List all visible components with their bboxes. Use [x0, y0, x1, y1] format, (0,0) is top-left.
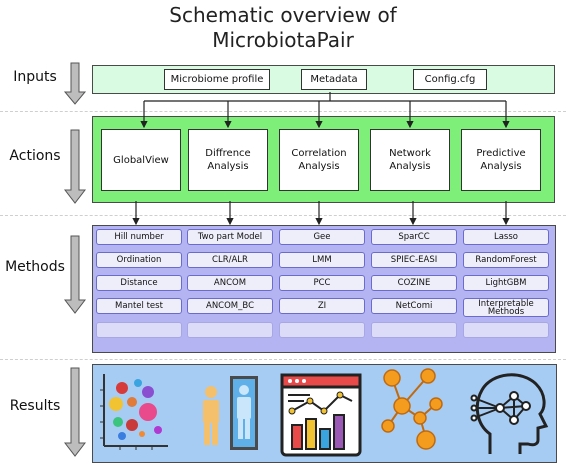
dashboard-chart-icon: [280, 373, 362, 457]
method-cell-empty: [463, 322, 549, 338]
row-label-methods: Methods: [5, 259, 65, 275]
row-label-inputs: Inputs: [13, 69, 57, 85]
paired-people-icon: [203, 376, 258, 450]
action-label: Predictive: [476, 148, 526, 159]
title-line-2: MicrobiotaPair: [212, 28, 354, 52]
method-cell-empty: [96, 322, 182, 338]
action-label: Analysis: [207, 161, 249, 172]
results-down-arrow: [63, 367, 87, 457]
row-label-results: Results: [9, 398, 61, 414]
method-cell: COZINE: [371, 275, 457, 291]
method-cell-empty: [371, 322, 457, 338]
method-cell: SPIEC-EASI: [371, 252, 457, 268]
method-cell: CLR/ALR: [187, 252, 273, 268]
method-cell-empty: [187, 322, 273, 338]
row-label-actions: Actions: [9, 148, 61, 164]
method-cell: LightGBM: [463, 275, 549, 291]
action-label: Analysis: [298, 161, 340, 172]
method-cell: ANCOM_BC: [187, 298, 273, 314]
method-cell: Distance: [96, 275, 182, 291]
method-cell-empty: [279, 322, 365, 338]
method-cell: Two part Model: [187, 229, 273, 245]
action-label: Diffrence: [205, 148, 251, 159]
method-cell: Gee: [279, 229, 365, 245]
method-cell: Hill number: [96, 229, 182, 245]
method-cell: ANCOM: [187, 275, 273, 291]
row-separator: [0, 359, 566, 360]
method-cell: ZI: [279, 298, 365, 314]
bubble-chart-icon: [100, 374, 168, 450]
action-label: GlobalView: [113, 154, 169, 166]
action-label: Analysis: [389, 161, 431, 172]
row-separator: [0, 111, 566, 112]
row-separator: [0, 215, 566, 216]
input-config: Config.cfg: [413, 69, 487, 90]
input-metadata: Metadata: [301, 69, 367, 90]
method-cell: Lasso: [463, 229, 549, 245]
method-cell: LMM: [279, 252, 365, 268]
action-label: Analysis: [480, 161, 522, 172]
input-microbiome-profile: Microbiome profile: [164, 69, 270, 90]
method-cell: Interpretable Methods: [463, 298, 549, 317]
title-line-1: Schematic overview of: [169, 3, 397, 27]
method-cell: SparCC: [371, 229, 457, 245]
ai-head-icon: [470, 373, 549, 454]
method-cell: Mantel test: [96, 298, 182, 314]
method-cell: NetComi: [371, 298, 457, 314]
actions-down-arrow: [63, 129, 87, 204]
methods-down-arrow: [63, 235, 87, 314]
action-globalview: GlobalView: [101, 129, 181, 191]
action-label: Correlation: [291, 148, 347, 159]
network-graph-icon: [381, 368, 443, 450]
method-cell: PCC: [279, 275, 365, 291]
action-label: Network: [389, 148, 431, 159]
method-cell: Ordination: [96, 252, 182, 268]
inputs-down-arrow: [63, 62, 87, 105]
method-cell: RandomForest: [463, 252, 549, 268]
